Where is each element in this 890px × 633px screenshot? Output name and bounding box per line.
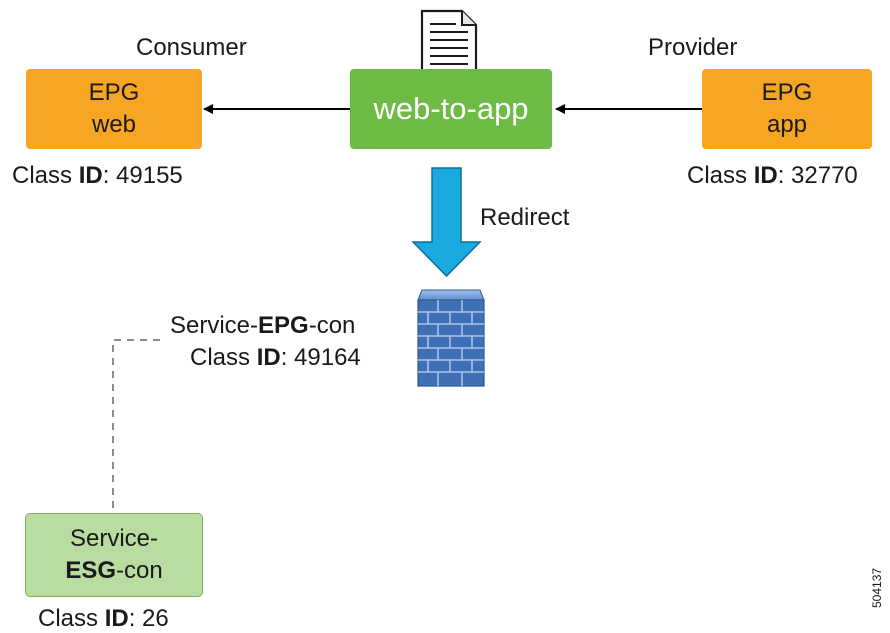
dashed-connector (112, 339, 160, 512)
service-epg-name: Service-EPG-con (170, 312, 356, 339)
service-esg-line2: ESG-con (65, 557, 163, 584)
provider-epg-line2: app (766, 111, 808, 138)
consumer-epg-line1: EPG (88, 79, 140, 106)
service-esg-class-id: Class ID: 26 (38, 605, 169, 632)
contract-box: web-to-app (350, 69, 552, 149)
consumer-epg-box: EPG web (26, 69, 202, 149)
consumer-class-id: Class ID: 49155 (12, 162, 183, 189)
provider-epg-line1: EPG (761, 79, 813, 106)
consumer-role-label: Consumer (136, 34, 247, 61)
service-esg-line1: Service- (69, 525, 159, 552)
provider-class-id: Class ID: 32770 (687, 162, 858, 189)
provider-role-label: Provider (648, 34, 738, 61)
service-esg-box: Service- ESG-con (25, 513, 203, 597)
redirect-arrow-icon (411, 167, 482, 278)
firewall-icon (417, 289, 485, 387)
consumer-epg-line2: web (91, 111, 137, 138)
redirect-label: Redirect (480, 204, 570, 231)
figure-id: 504137 (870, 567, 884, 608)
provider-epg-box: EPG app (702, 69, 872, 149)
contract-label: web-to-app (373, 91, 529, 126)
document-icon (420, 9, 478, 81)
service-epg-class-id: Class ID: 49164 (190, 344, 361, 371)
